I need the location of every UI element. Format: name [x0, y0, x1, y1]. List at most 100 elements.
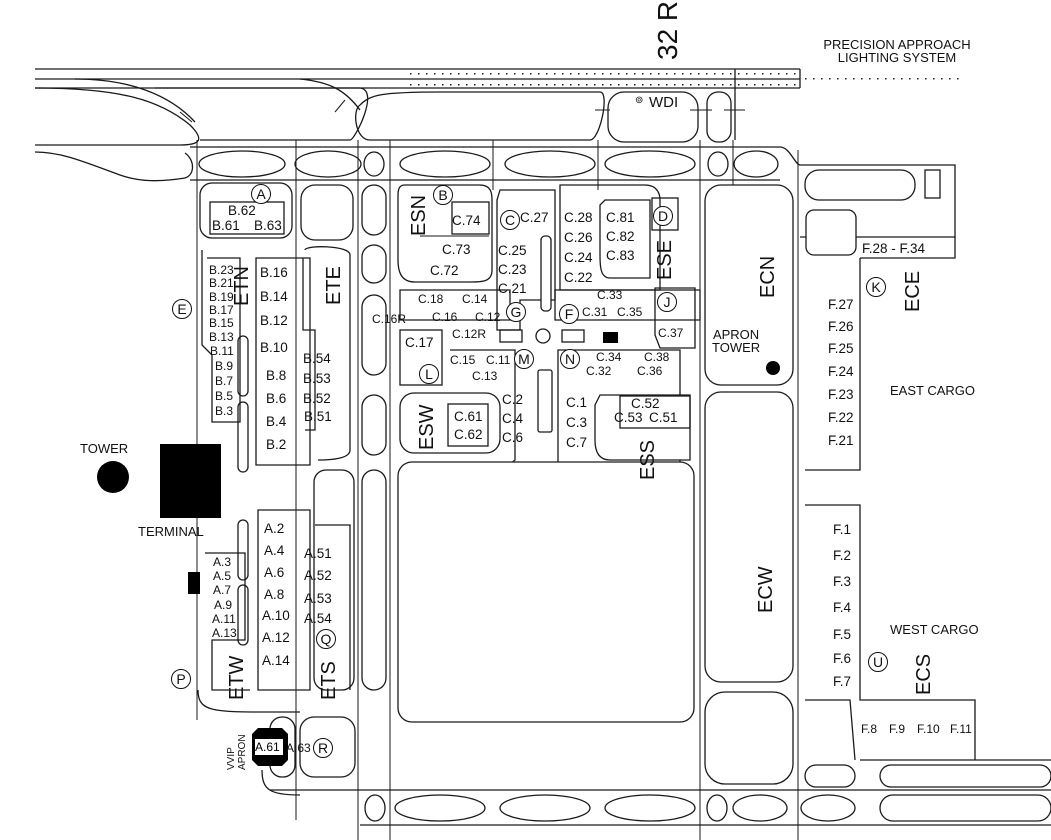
approach-light — [522, 73, 524, 75]
approach-light — [538, 73, 540, 75]
approach-light — [805, 78, 807, 80]
approach-light — [666, 73, 668, 75]
approach-light — [466, 73, 468, 75]
approach-light — [418, 84, 420, 86]
stand-label: C.1 — [566, 395, 588, 410]
taxiway-marker-f: F — [559, 304, 579, 324]
approach-light — [698, 84, 700, 86]
approach-light — [738, 84, 740, 86]
stand-label: C.26 — [564, 230, 593, 245]
apron-tower-line2: TOWER — [712, 340, 761, 355]
approach-light — [682, 84, 684, 86]
stand-label: A.7 — [213, 583, 232, 597]
stand-label: C.3 — [566, 415, 588, 430]
approach-light — [853, 78, 855, 80]
stand-label: B.2 — [266, 437, 287, 452]
stand-label: C.14 — [462, 292, 488, 306]
stand-label: B.61 — [212, 218, 240, 233]
stand-label: F.25 — [828, 341, 854, 356]
approach-light — [658, 73, 660, 75]
approach-light — [498, 73, 500, 75]
approach-light — [618, 73, 620, 75]
stand-label: A.12 — [262, 630, 290, 645]
approach-light — [618, 84, 620, 86]
area-ete: ETE — [323, 266, 345, 305]
stand-label: F.6 — [833, 651, 852, 666]
approach-light — [434, 84, 436, 86]
approach-light — [885, 78, 887, 80]
stand-label: A.9 — [214, 598, 233, 612]
stand-label: B.21 — [209, 276, 234, 290]
approach-light — [442, 73, 444, 75]
area-etn: ETN — [231, 266, 253, 306]
stand-label: C.37 — [658, 326, 684, 340]
approach-light — [714, 84, 716, 86]
stand-label: A.2 — [264, 521, 285, 536]
approach-light — [578, 73, 580, 75]
stand-label: B.10 — [260, 340, 288, 355]
approach-light — [626, 84, 628, 86]
approach-light — [530, 84, 532, 86]
stand-label: F.24 — [828, 364, 854, 379]
approach-light — [490, 73, 492, 75]
taxiway-marker-p: P — [171, 669, 191, 689]
approach-light — [941, 78, 943, 80]
taxiway-marker-d: D — [653, 206, 673, 226]
stand-label: C.72 — [430, 263, 459, 278]
stand-label: B.16 — [260, 265, 288, 280]
stand-label: C.38 — [644, 350, 670, 364]
approach-light — [746, 84, 748, 86]
stand-label: B.17 — [209, 303, 234, 317]
approach-light — [546, 73, 548, 75]
stand-label: B.6 — [266, 391, 287, 406]
approach-light — [778, 73, 780, 75]
stand-label: C.16R — [372, 312, 407, 326]
approach-light — [426, 73, 428, 75]
stand-label: C.32 — [586, 364, 612, 378]
stand-label: A.5 — [213, 569, 232, 583]
approach-light — [909, 78, 911, 80]
approach-light — [722, 84, 724, 86]
approach-light — [746, 73, 748, 75]
stand-label: C.74 — [452, 213, 481, 228]
stand-label: F.9 — [889, 722, 906, 736]
approach-light — [634, 84, 636, 86]
area-esn: ESN — [408, 194, 430, 236]
stand-label: C.23 — [498, 262, 527, 277]
stand-label: F.28 - F.34 — [862, 241, 926, 256]
approach-light — [845, 78, 847, 80]
approach-light — [602, 84, 604, 86]
stand-label: A.13 — [212, 626, 237, 640]
stand-label: B.15 — [209, 316, 234, 330]
approach-light — [418, 73, 420, 75]
approach-lighting-dots — [410, 73, 959, 86]
stand-label: C.31 — [582, 305, 608, 319]
stand-label: B.62 — [228, 203, 256, 218]
taxiway-marker-b: B — [433, 185, 453, 205]
approach-light — [690, 84, 692, 86]
approach-light — [869, 78, 871, 80]
stand-label: B.14 — [260, 289, 288, 304]
approach-light — [626, 73, 628, 75]
stand-label: B.8 — [266, 368, 287, 383]
approach-light — [933, 78, 935, 80]
approach-light — [698, 73, 700, 75]
approach-lighting-line2: LIGHTING SYSTEM — [837, 50, 957, 65]
approach-light — [594, 73, 596, 75]
approach-light — [949, 78, 951, 80]
stand-label: A.53 — [304, 591, 332, 606]
stand-label: C.17 — [405, 335, 434, 350]
stand-label: B.54 — [303, 351, 331, 366]
stand-label: B.9 — [215, 359, 234, 373]
taxiway-marker-e: E — [172, 299, 192, 319]
approach-light — [674, 73, 676, 75]
area-etw: ETW — [226, 655, 248, 700]
approach-light — [514, 73, 516, 75]
stand-label: B.53 — [303, 371, 331, 386]
approach-light — [730, 84, 732, 86]
stand-label: B.19 — [209, 290, 234, 304]
approach-light — [466, 84, 468, 86]
stand-label: C.25 — [498, 243, 527, 258]
approach-light — [706, 84, 708, 86]
approach-light — [610, 84, 612, 86]
